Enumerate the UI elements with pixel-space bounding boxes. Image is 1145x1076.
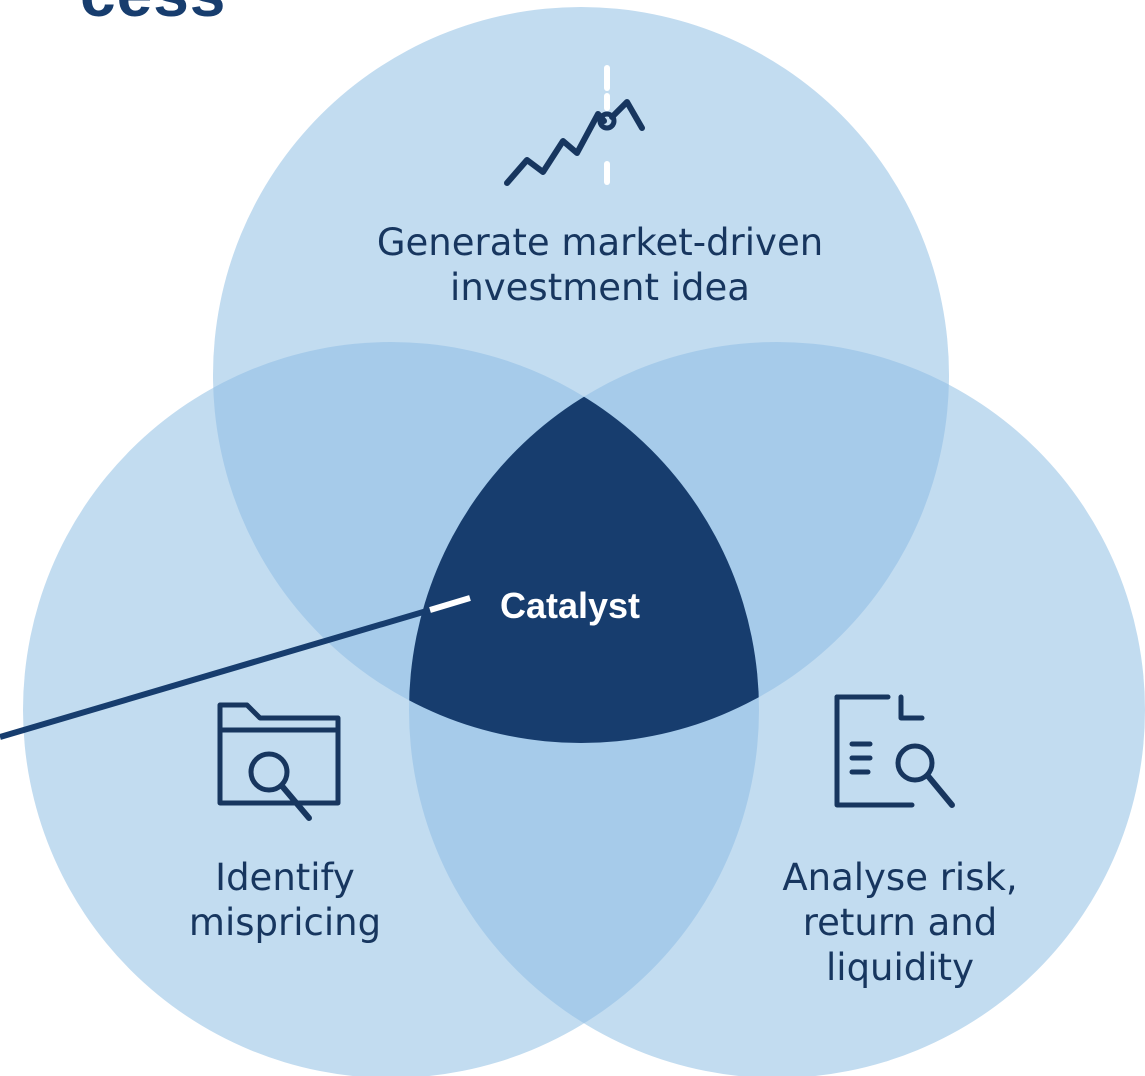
connector-line-highlight — [429, 595, 471, 613]
set-label-left: Identify mispricing — [188, 856, 382, 945]
center-label: Catalyst — [499, 585, 641, 626]
center-region — [409, 342, 759, 743]
rising-chart-icon — [504, 65, 645, 186]
page-title-fragment: cess — [80, 0, 226, 26]
connector-line — [0, 607, 431, 740]
set-label-right: Analyse risk, return and liquidity — [782, 856, 1018, 990]
folder-search-icon — [217, 702, 341, 821]
set-label-top: Generate market-driven investment idea — [376, 221, 824, 310]
document-search-icon — [834, 694, 955, 808]
